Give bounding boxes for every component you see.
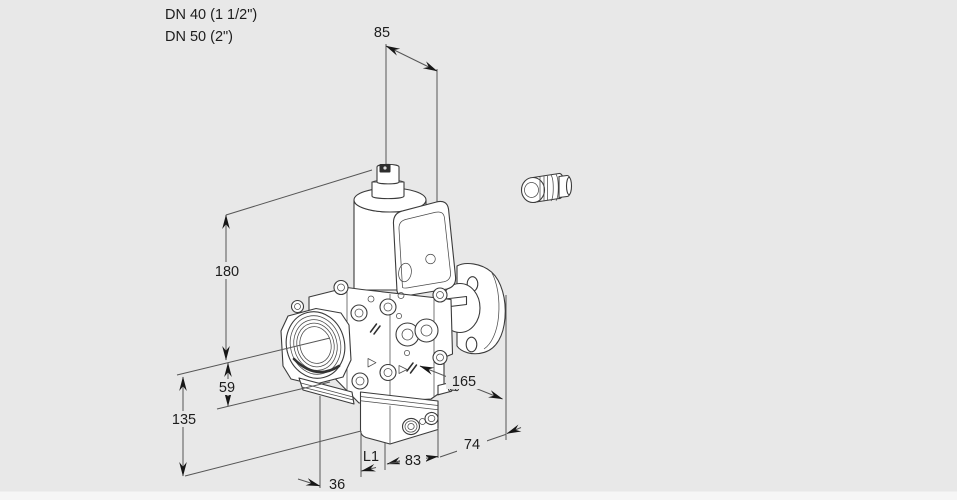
dim-label-74: 74 [464, 437, 480, 453]
gland-end-face [565, 176, 573, 196]
bolt-socket [383, 302, 393, 312]
dimension-arrow [361, 464, 377, 472]
screw [404, 350, 410, 356]
label-mask [164, 411, 203, 427]
inlet-bore [285, 311, 346, 379]
dim-85: 85 [374, 25, 438, 72]
dimension-arrow [297, 478, 321, 487]
dimension-arrow [506, 424, 522, 434]
dim-label-59: 59 [219, 380, 235, 396]
bolt [350, 304, 368, 322]
dim-label-135: 135 [172, 412, 196, 428]
hex-nut-center [337, 283, 345, 292]
bolt [379, 363, 397, 382]
centerline-extension [176, 337, 331, 376]
dn-label-bottom: DN 50 (2") [165, 29, 233, 45]
sight-port-center [407, 423, 415, 430]
flange-rim [483, 271, 500, 350]
hatch-tick [406, 362, 418, 374]
hatch-tick [369, 323, 381, 335]
gland-face [520, 176, 546, 204]
extension-lines-front [176, 337, 362, 477]
module-seams [360, 396, 439, 411]
label-mask [215, 379, 240, 395]
flow-direction-marker [398, 365, 408, 374]
label-mask [446, 373, 482, 389]
hex-nut [333, 279, 349, 296]
dim-label-180: 180 [215, 264, 239, 280]
bolt-socket [436, 291, 444, 299]
module-bottom-extension [184, 430, 362, 477]
terminal-box-screw [425, 253, 436, 265]
footer-strip [0, 491, 957, 500]
valve-body [308, 279, 454, 404]
dimension-line [385, 45, 438, 72]
inlet-foot-plates [298, 377, 355, 405]
dimensions: 85 180 59 135 36 [164, 25, 522, 493]
dim-label-85: 85 [374, 25, 390, 41]
bolt [432, 349, 448, 366]
label-mask [208, 262, 246, 279]
spindle-socket-center [383, 166, 387, 170]
body-bottom-extension [216, 381, 331, 410]
extension-line [225, 169, 373, 216]
dim-135: 135 [164, 376, 203, 477]
dim-165: 165 [419, 365, 503, 400]
flange-bolt-hole [465, 336, 478, 353]
dim-label-36: 36 [329, 477, 345, 493]
screw [396, 313, 402, 319]
dim-label-83: 83 [405, 453, 421, 469]
gland-face-center [524, 182, 539, 198]
bolt-socket [354, 308, 364, 318]
terminal-box-gland-hole [398, 262, 412, 283]
bolt-socket [436, 353, 444, 362]
dim-74: 74 [439, 424, 522, 458]
dim-83: 83 [388, 428, 439, 469]
label-mask [400, 453, 426, 468]
terminal-box-lid [398, 211, 451, 289]
bolt-socket [294, 303, 301, 310]
screw [397, 292, 405, 299]
bolt-socket [383, 368, 393, 377]
sight-port [424, 411, 439, 426]
gland-knurling [539, 175, 548, 202]
product-labels: DN 40 (1 1/2") DN 50 (2") [165, 7, 257, 45]
dim-label-l1: L1 [363, 449, 379, 465]
pressure-port-center [401, 328, 414, 341]
spindle-boss [371, 181, 405, 200]
dimension-guides-back [225, 44, 507, 440]
dim-l1: L1 [360, 431, 402, 477]
screw [367, 295, 375, 303]
dim-36: 36 [297, 396, 345, 493]
bolt [432, 287, 448, 303]
sight-port-ring [404, 420, 418, 433]
flow-direction-marker [367, 358, 377, 368]
dim-180: 180 [208, 214, 246, 361]
bore-shadow [292, 357, 341, 374]
terminal-box [392, 200, 457, 297]
bolt-socket [355, 376, 365, 386]
pressure-port [414, 318, 439, 343]
dim-59: 59 [215, 362, 240, 407]
dim-label-165: 165 [452, 374, 476, 390]
gland-ribs [550, 174, 559, 202]
pressure-port-center [420, 324, 433, 337]
bolt [351, 372, 369, 390]
dn-label-top: DN 40 (1 1/2") [165, 7, 257, 23]
label-mask [457, 436, 487, 453]
foot-plate-seams [300, 382, 354, 401]
bolt [379, 298, 397, 316]
sight-port-center [427, 415, 436, 422]
bolt [290, 299, 305, 314]
inlet-thread-lines [289, 315, 342, 375]
threaded-inlet [280, 299, 355, 405]
cable-gland [520, 172, 573, 204]
